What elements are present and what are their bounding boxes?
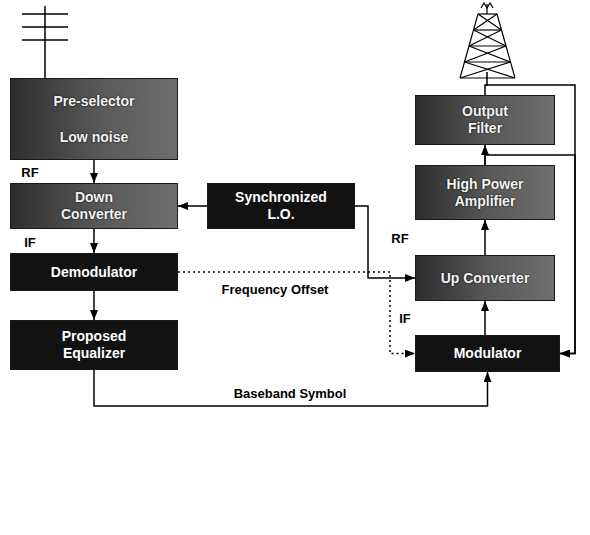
- box-label: Synchronized L.O.: [226, 189, 336, 223]
- signal-label: Baseband Symbol: [232, 386, 349, 401]
- baseband-link: [94, 370, 488, 406]
- box-label: Pre-selector: [54, 93, 135, 110]
- tower-brace: [478, 14, 502, 30]
- tower-feed-wire: [486, 72, 488, 86]
- box-label: Low noise: [60, 129, 128, 146]
- signal-label: RF: [389, 231, 410, 246]
- box-label: Output Filter: [450, 103, 520, 137]
- equalizer-box: Proposed Equalizer: [10, 320, 178, 370]
- antenna-element: [22, 13, 68, 15]
- tower-rung: [474, 29, 502, 30]
- tower-brace: [474, 14, 498, 30]
- output-filter-box: Output Filter: [415, 95, 555, 145]
- tower-brace: [469, 46, 511, 62]
- radiation-symbol: [481, 3, 493, 8]
- down-converter-box: Down Converter: [10, 183, 178, 229]
- lo-link: [355, 206, 415, 278]
- signal-label: RF: [19, 165, 40, 180]
- box-label: Down Converter: [49, 189, 139, 223]
- antenna-mast: [44, 6, 46, 78]
- signal-label: IF: [397, 311, 413, 326]
- local-oscillator-box: Synchronized L.O.: [207, 183, 355, 229]
- frequency-offset-link: [178, 272, 415, 354]
- box-label: High Power Amplifier: [440, 176, 530, 210]
- signal-label: IF: [22, 235, 38, 250]
- modulator-box: Modulator: [415, 335, 560, 372]
- tower-brace: [465, 62, 516, 78]
- power-amplifier-box: High Power Amplifier: [415, 165, 555, 220]
- if-link: [93, 229, 95, 253]
- if-link: [484, 301, 486, 335]
- receive-antenna: [22, 6, 68, 78]
- tower-brace: [460, 62, 511, 78]
- box-label: Proposed Equalizer: [49, 328, 139, 362]
- tower-rung: [465, 61, 511, 62]
- rf-link: [93, 160, 95, 183]
- box-label: Modulator: [454, 345, 522, 362]
- tower-rung: [469, 45, 506, 46]
- tower-brace: [465, 46, 507, 62]
- signal-label: Frequency Offset: [220, 282, 331, 297]
- tower-brace: [474, 30, 507, 46]
- antenna-element: [22, 39, 68, 41]
- demodulator-box: Demodulator: [10, 253, 178, 291]
- lo-link: [178, 205, 207, 207]
- symbol-link: [93, 291, 95, 320]
- box-label: Up Converter: [441, 270, 530, 287]
- up-converter-box: Up Converter: [415, 255, 555, 301]
- box-label: Demodulator: [51, 264, 137, 281]
- transmit-tower: [460, 3, 515, 78]
- antenna-element: [22, 26, 68, 28]
- preselector-lna-box: Pre-selectorLow noise: [10, 78, 178, 160]
- tower-brace: [469, 30, 502, 46]
- rf-link: [484, 220, 486, 255]
